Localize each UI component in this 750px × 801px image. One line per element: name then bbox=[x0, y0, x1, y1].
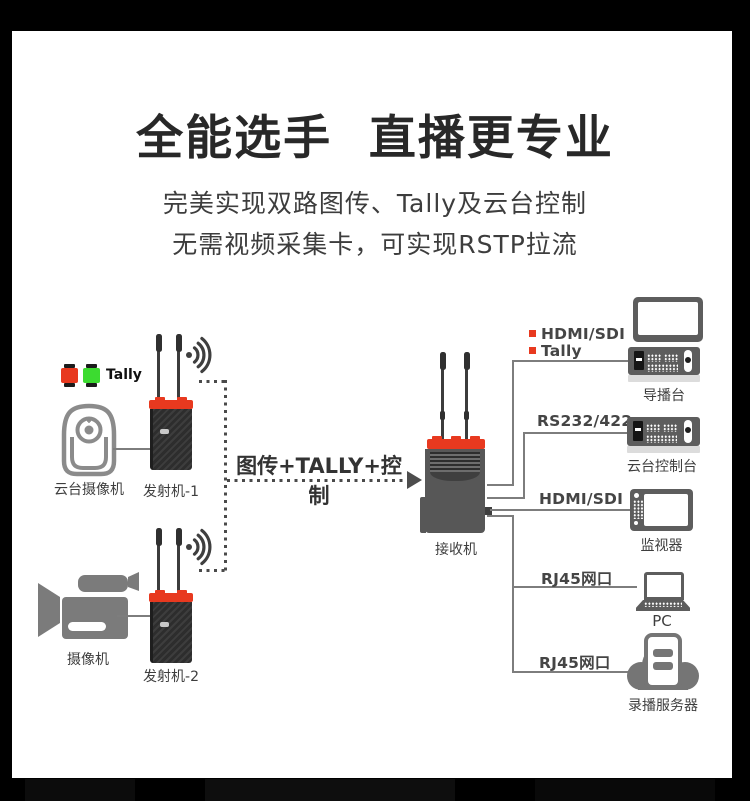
cable-ptz-to-tx1 bbox=[113, 448, 150, 450]
output-line-monitor bbox=[490, 509, 630, 511]
pc-label: PC bbox=[652, 612, 672, 630]
output-line-pc bbox=[512, 586, 637, 588]
output-line-switcher bbox=[512, 360, 628, 362]
wifi-signal-icon bbox=[186, 336, 212, 374]
transmitter-1 bbox=[150, 409, 192, 470]
red-square-icon bbox=[529, 347, 536, 354]
receiver-arc-band bbox=[430, 472, 480, 481]
receiver-label: 接收机 bbox=[435, 542, 477, 558]
wireless-path-arrow-shaft bbox=[227, 479, 408, 482]
server-cloud-icon bbox=[627, 633, 699, 690]
wireless-path-bottom bbox=[199, 569, 227, 572]
output-line-server bbox=[512, 671, 628, 673]
switcher-console-icon bbox=[628, 347, 700, 375]
cable-camcorder-to-tx2 bbox=[117, 615, 150, 617]
antenna-icon bbox=[155, 334, 162, 401]
wifi-signal-icon bbox=[186, 528, 212, 566]
monitor-icon bbox=[630, 489, 693, 531]
white-panel bbox=[12, 31, 732, 778]
output-label-rj45-pc: RJ45网口 bbox=[541, 570, 613, 588]
receiver-grille bbox=[430, 452, 480, 472]
rx-red-cap bbox=[427, 436, 485, 449]
tx1-red-cap bbox=[149, 397, 193, 409]
frame-panel bbox=[25, 779, 135, 801]
switcher-monitor-icon bbox=[633, 297, 703, 342]
pc-icon bbox=[644, 572, 684, 600]
server-label: 录播服务器 bbox=[628, 698, 698, 714]
receiver-port-stub bbox=[485, 507, 492, 515]
antenna-icon bbox=[463, 352, 470, 440]
tx2-red-cap bbox=[149, 590, 193, 602]
ptz-console-label: 云台控制台 bbox=[627, 459, 697, 475]
tally-label: Tally bbox=[106, 367, 142, 383]
camcorder-label: 摄像机 bbox=[67, 652, 109, 668]
transmitter-2 bbox=[150, 602, 192, 663]
switcher-base bbox=[628, 375, 700, 382]
output-label-hdmi-tally: HDMI/SDI Tally bbox=[529, 324, 626, 360]
output-line-ptz-console bbox=[523, 432, 627, 434]
output-line-ptz-console bbox=[523, 432, 525, 499]
ptz-camera-label: 云台摄像机 bbox=[54, 482, 124, 498]
output-label: HDMI/SDI bbox=[541, 324, 626, 343]
output-line-ptz-console bbox=[487, 497, 525, 499]
output-label-hdmi2: HDMI/SDI bbox=[539, 490, 624, 508]
output-label-rj45-server: RJ45网口 bbox=[539, 654, 611, 672]
frame-panel bbox=[535, 779, 715, 801]
arrow-right-icon bbox=[407, 471, 422, 489]
output-line-network bbox=[487, 515, 514, 517]
transmitter-2-label: 发射机-2 bbox=[143, 669, 199, 685]
transmitter-1-label: 发射机-1 bbox=[143, 484, 199, 500]
ptz-console-icon bbox=[627, 417, 700, 446]
receiver-side-step bbox=[420, 497, 426, 533]
subtitle-2: 无需视频采集卡，可实现RSTP拉流 bbox=[172, 230, 578, 259]
switcher-label: 导播台 bbox=[643, 388, 685, 404]
wireless-link-label: 图传+TALLY+控制 bbox=[236, 454, 402, 508]
wireless-path-top bbox=[199, 380, 227, 383]
red-square-icon bbox=[529, 330, 536, 337]
tally-green-light-icon bbox=[83, 364, 100, 387]
tally-red-light-icon bbox=[61, 364, 78, 387]
antenna-icon bbox=[439, 352, 446, 440]
frame-panel bbox=[205, 779, 455, 801]
subtitle-1: 完美实现双路图传、Tally及云台控制 bbox=[162, 189, 588, 218]
monitor-label: 监视器 bbox=[640, 538, 683, 554]
output-line-switcher bbox=[512, 360, 514, 486]
ptz-camera-icon bbox=[61, 403, 117, 477]
output-line-switcher bbox=[487, 484, 514, 486]
antenna-icon bbox=[175, 528, 182, 594]
output-label-rs232: RS232/422 bbox=[537, 412, 633, 430]
pc-keyboard-base bbox=[636, 600, 690, 611]
output-label: Tally bbox=[541, 341, 582, 360]
output-line-network bbox=[512, 515, 514, 673]
ptz-console-base bbox=[627, 446, 700, 453]
camcorder-icon bbox=[38, 572, 139, 639]
antenna-icon bbox=[175, 334, 182, 401]
antenna-icon bbox=[155, 528, 162, 594]
page-title: 全能选手 直播更专业 bbox=[136, 111, 614, 166]
wireless-path-vertical bbox=[224, 380, 227, 572]
